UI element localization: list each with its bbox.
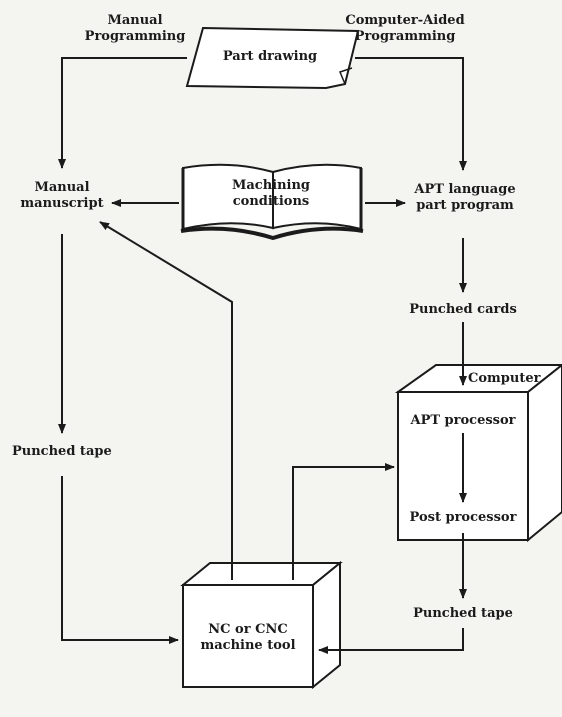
arrow-drawing-to-apt — [355, 58, 463, 170]
punched-tape-left-label: Punched tape — [12, 444, 112, 460]
nc-machine-label: NC or CNC machine tool — [185, 622, 311, 654]
apt-program-label: APT language part program — [405, 182, 525, 214]
apt-processor-label: APT processor — [400, 413, 526, 429]
punched-tape-right-label: Punched tape — [400, 606, 526, 622]
computer-label: Computer — [468, 371, 540, 387]
flow-lines — [62, 58, 463, 650]
computer-aided-programming-label: Computer-Aided Programming — [330, 13, 480, 45]
part-drawing-label: Part drawing — [200, 49, 340, 65]
arrow-tape-to-machine — [62, 476, 178, 640]
arrow-drawing-to-manuscript — [62, 58, 187, 168]
machining-conditions-label: Machining conditions — [190, 178, 352, 210]
punched-cards-label: Punched cards — [400, 302, 526, 318]
post-processor-label: Post processor — [400, 510, 526, 526]
arrow-machine-to-manuscript — [100, 222, 232, 580]
manual-programming-label: Manual Programming — [80, 13, 190, 45]
manual-manuscript-label: Manual manuscript — [14, 180, 110, 212]
